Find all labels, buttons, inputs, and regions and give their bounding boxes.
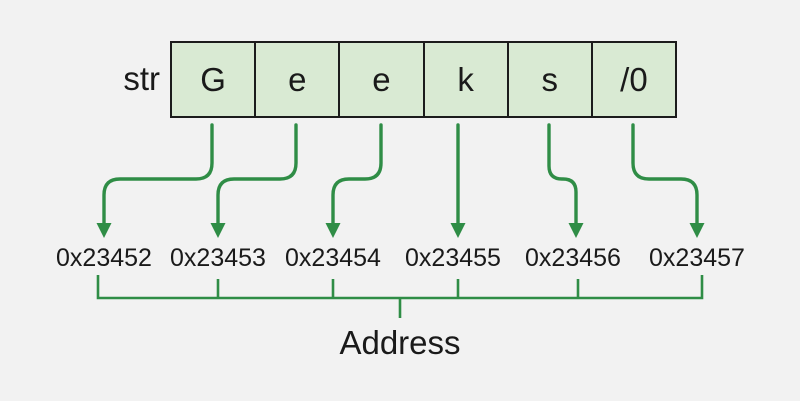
memory-cell: e — [340, 43, 425, 116]
address-label: 0x23455 — [405, 244, 501, 272]
arrow-cell1-to-addr1 — [102, 123, 214, 227]
address-bracket — [96, 275, 704, 300]
address-label: 0x23452 — [56, 244, 152, 272]
memory-cell: k — [425, 43, 509, 116]
arrow-cell6-to-addr6 — [631, 123, 699, 227]
memory-cell: e — [256, 43, 341, 116]
bracket-caption: Address — [339, 324, 461, 361]
address-label: 0x23453 — [170, 244, 266, 272]
memory-cell: /0 — [593, 43, 675, 116]
cell-char: s — [541, 60, 559, 98]
cell-char: e — [288, 60, 307, 98]
arrowhead-icon — [568, 223, 584, 238]
arrowhead-icon — [325, 223, 341, 238]
arrow-cell5-to-addr5 — [547, 123, 578, 227]
memory-cell: s — [509, 43, 593, 116]
arrow-cell3-to-addr3 — [331, 123, 383, 227]
address-label: 0x23454 — [285, 244, 381, 272]
cell-char: k — [457, 60, 474, 98]
memory-cell: G — [172, 43, 257, 116]
memory-cells-box: G e e k s /0 — [170, 41, 677, 118]
cell-char: G — [200, 60, 226, 98]
address-label: 0x23457 — [649, 244, 745, 272]
cell-char: e — [372, 60, 391, 98]
arrow-cell2-to-addr2 — [216, 123, 298, 227]
address-label: 0x23456 — [525, 244, 621, 272]
cell-char: /0 — [620, 60, 648, 98]
arrowhead-icon — [96, 223, 112, 238]
arrowhead-icon — [210, 223, 226, 238]
arrowhead-icon — [450, 223, 466, 238]
arrowhead-icon — [689, 223, 705, 238]
variable-name-label: str — [123, 60, 160, 97]
